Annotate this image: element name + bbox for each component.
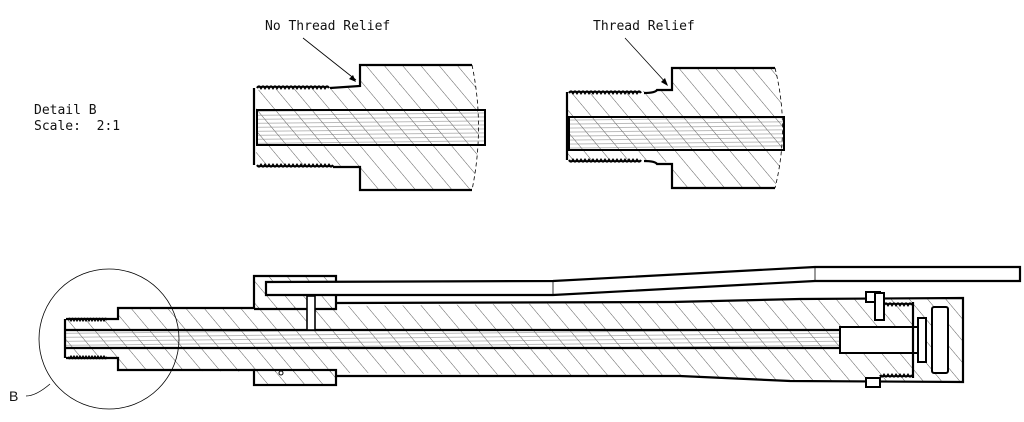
barrel-assembly xyxy=(63,265,1022,388)
detail-scale: Scale: 2:1 xyxy=(34,119,121,134)
detail-title: Detail B xyxy=(34,103,97,118)
detail-no-thread-relief xyxy=(252,37,486,192)
detail-marker-label: B xyxy=(9,388,19,404)
callout-no-thread-relief: No Thread Relief xyxy=(265,19,391,34)
detail-b-callout xyxy=(25,268,180,410)
callout-thread-relief: Thread Relief xyxy=(593,19,695,34)
detail-thread-relief xyxy=(565,37,785,190)
